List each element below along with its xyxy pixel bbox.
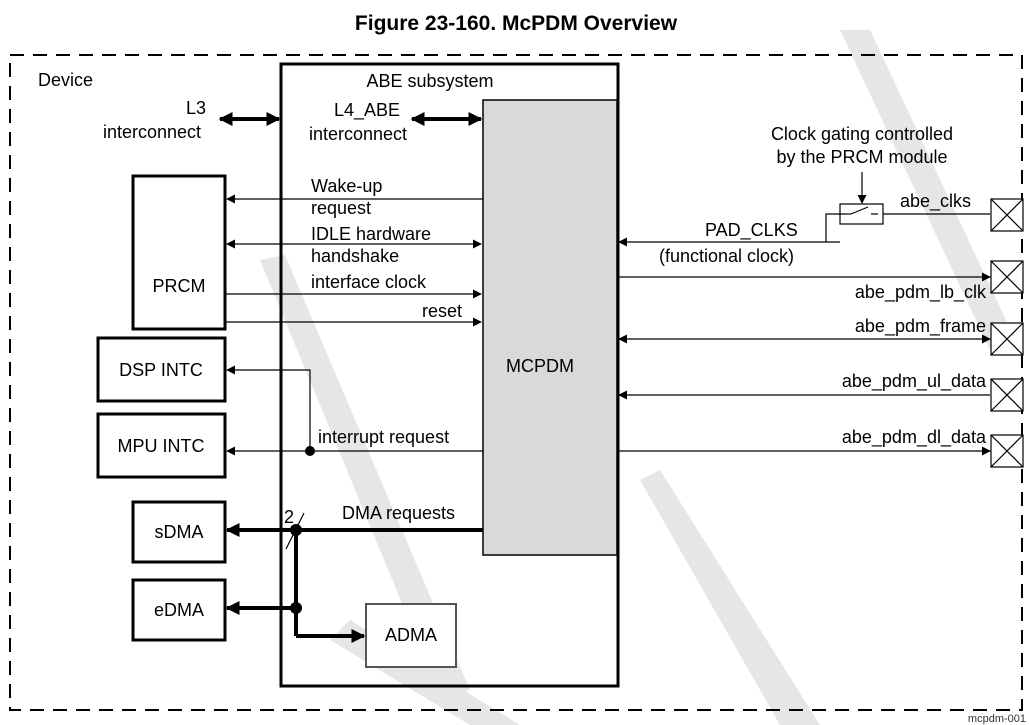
l3-interconnect-label: interconnect — [103, 122, 201, 142]
interrupt-to-dsp-line — [226, 365, 311, 451]
dma-width-label: 2 — [284, 507, 294, 527]
pad-abe-clks-label: abe_clks — [900, 191, 971, 212]
switch-blade — [850, 206, 869, 215]
adma-label: ADMA — [385, 625, 437, 645]
pad-abe-pdm-dl-data — [990, 434, 1024, 468]
idle-handshake-label: handshake — [311, 246, 399, 266]
pad-abe-pdm-frame — [990, 322, 1024, 356]
interface-clock-label: interface clock — [311, 272, 427, 292]
mpu-intc-block — [96, 412, 227, 479]
prcm-label: PRCM — [153, 276, 206, 296]
reset-label: reset — [422, 301, 462, 321]
idle-hardware-label: IDLE hardware — [311, 224, 431, 244]
pad-abe-pdm-frame-label: abe_pdm_frame — [855, 316, 986, 337]
wakeup-label: Wake-up — [311, 176, 382, 196]
clock-gating-label: Clock gating controlled — [771, 124, 953, 144]
dma-junction-dot-2 — [290, 602, 302, 614]
edma-label: eDMA — [154, 600, 204, 620]
pad-clks-label: PAD_CLKS — [705, 220, 798, 241]
figure-id-footnote: mcpdm-001 — [968, 713, 1026, 725]
clock-gating-label-2: by the PRCM module — [776, 147, 947, 167]
functional-clock-label: (functional clock) — [659, 246, 794, 266]
dsp-intc-label: DSP INTC — [119, 360, 203, 380]
mcpdm-block — [482, 99, 618, 556]
wakeup-request-label: request — [311, 198, 371, 218]
sdma-label: sDMA — [155, 522, 204, 542]
figure-title: Figure 23-160. McPDM Overview — [355, 12, 678, 35]
watermark — [260, 30, 1020, 725]
pad-abe-clks — [990, 198, 1024, 232]
device-label: Device — [38, 70, 93, 90]
sdma-block — [131, 500, 227, 564]
pad-abe-pdm-lb-clk-label: abe_pdm_lb_clk — [855, 282, 987, 303]
dma-requests-label: DMA requests — [342, 503, 455, 523]
mpu-intc-label: MPU INTC — [118, 436, 205, 456]
pad-abe-pdm-ul-data — [990, 378, 1024, 412]
abe-subsystem-label: ABE subsystem — [366, 71, 493, 91]
switch-left-wire — [825, 213, 845, 242]
adma-block — [365, 603, 457, 668]
l4abe-label: L4_ABE — [334, 100, 400, 121]
mcpdm-label: MCPDM — [506, 356, 574, 376]
edma-block — [131, 578, 227, 642]
interrupt-junction-dot — [305, 446, 315, 456]
l4abe-interconnect-label: interconnect — [309, 124, 407, 144]
abe-subsystem-box — [279, 62, 620, 688]
pad-abe-pdm-lb-clk — [990, 260, 1024, 294]
interrupt-request-label: interrupt request — [318, 427, 449, 447]
prcm-block — [131, 174, 227, 331]
dma-junction-dot-1 — [290, 524, 302, 536]
pad-abe-pdm-dl-data-label: abe_pdm_dl_data — [842, 427, 987, 448]
dsp-intc-block — [96, 336, 227, 403]
pad-abe-pdm-ul-data-label: abe_pdm_ul_data — [842, 371, 987, 392]
l3-label: L3 — [186, 98, 206, 118]
